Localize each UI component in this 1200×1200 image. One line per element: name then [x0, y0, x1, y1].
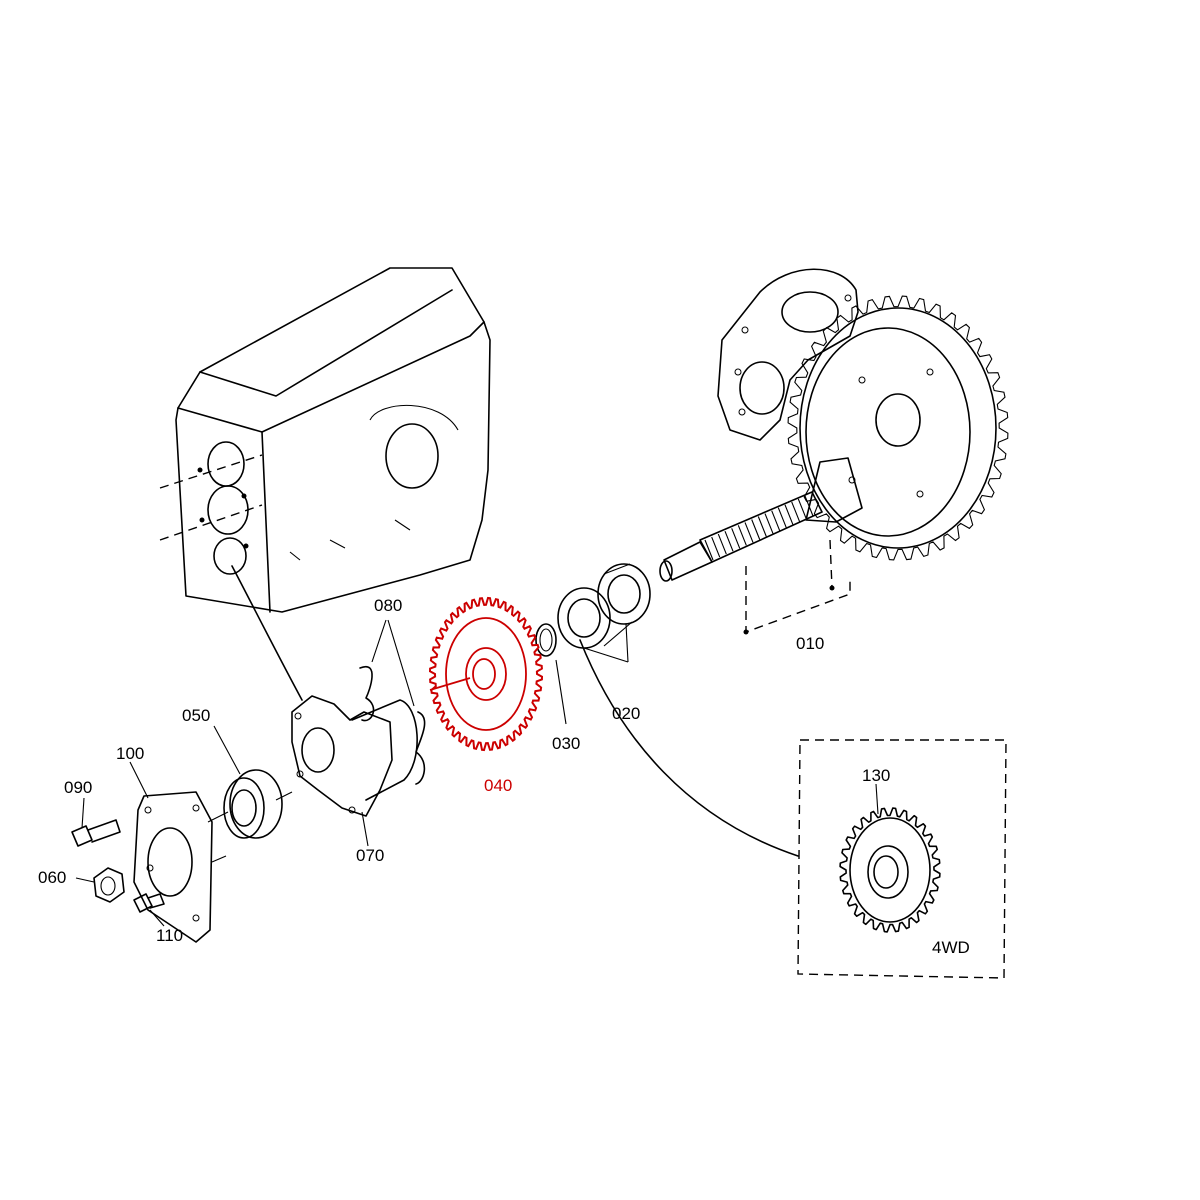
snap-ring-030	[535, 623, 567, 725]
transmission-housing	[159, 267, 491, 613]
gear-040[interactable]	[428, 596, 544, 752]
bearings-020	[557, 563, 651, 663]
inset-label-4wd: 4WD	[932, 938, 970, 957]
callout-090[interactable]: 090	[64, 778, 92, 797]
callout-110[interactable]: 110	[156, 926, 183, 945]
bolt-090	[71, 797, 121, 847]
callout-100[interactable]: 100	[116, 744, 144, 763]
callout-020[interactable]: 020	[612, 704, 640, 723]
gear-130	[839, 783, 941, 933]
callout-130[interactable]: 130	[862, 766, 890, 785]
callout-030[interactable]: 030	[552, 734, 580, 753]
cover-070	[291, 695, 418, 847]
callout-050[interactable]: 050	[182, 706, 210, 725]
callout-070[interactable]: 070	[356, 846, 384, 865]
callout-040[interactable]: 040	[484, 776, 512, 795]
bolt-110	[133, 893, 165, 927]
differential-assembly-010	[659, 268, 1009, 635]
callout-010[interactable]: 010	[796, 634, 824, 653]
inset-4wd	[797, 739, 1007, 979]
plate-100	[129, 761, 229, 943]
bearing-050	[213, 725, 293, 839]
callout-080[interactable]: 080	[374, 596, 402, 615]
nut-060	[75, 867, 125, 903]
callout-060[interactable]: 060	[38, 868, 66, 887]
